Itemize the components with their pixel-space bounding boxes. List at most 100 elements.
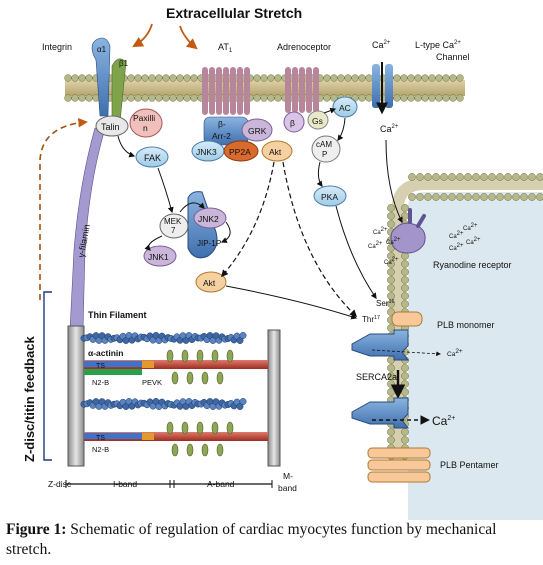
membrane-bead [260,74,268,82]
svg-text:Ca2+: Ca2+ [449,243,464,252]
membrane-bead [401,436,409,444]
membrane-bead [183,94,191,102]
svg-text:Ca2+: Ca2+ [368,241,383,250]
jip1-label: JIP-1 [197,239,216,248]
membrane-bead [520,173,528,181]
membrane-bead [401,292,409,300]
membrane-bead [387,324,395,332]
jnk2-loop-arrow [220,221,231,243]
akt-to-plb-arrow [225,285,358,320]
membrane-bead [448,173,456,181]
plb-pentamer [367,447,431,483]
ts-label-1: TS [96,363,105,370]
membrane-bead [387,268,395,276]
serca-ca-big: Ca2+ [432,414,455,428]
membrane-bead [236,337,244,344]
membrane-bead [169,94,177,102]
membrane-bead [401,212,409,220]
membrane-bead [64,74,72,82]
membrane-bead [64,94,72,102]
paxillin-label-2: n [143,123,148,133]
myosin-head [211,421,219,435]
membrane-bead [387,212,395,220]
membrane-bead [190,74,198,82]
membrane-bead [387,284,395,292]
membrane-bead [414,74,422,82]
akt-mid-node [195,271,227,293]
at1-receptor [202,67,250,115]
membrane-bead [323,94,331,102]
membrane-bead [365,94,373,102]
membrane-bead [401,268,409,276]
pp2a-label: PP2A [229,147,251,157]
svg-text:Ca2+: Ca2+ [386,237,401,246]
myosin-head [171,371,179,385]
ac-to-camp-arrow [337,117,346,141]
membrane-bead [401,300,409,308]
feedback-label: Z-disc/titin feedback [22,336,37,462]
membrane-bead [435,74,443,82]
membrane-bead [440,193,448,201]
mek7-label-2: 7 [171,226,176,235]
svg-text:Ca2+: Ca2+ [466,237,481,246]
membrane-bead [401,284,409,292]
adrenoceptor-label: Adrenoceptor [277,42,331,52]
membrane-bead [260,94,268,102]
membrane-bead [387,372,395,380]
membrane-bead [387,428,395,436]
myosin-head [166,421,174,435]
fak-to-scaffold-arrow [157,167,174,214]
membrane-bead [358,74,366,82]
jnk1-label: JNK1 [148,252,169,262]
membrane-bead [344,74,352,82]
jnk1-node [143,245,177,267]
plb-pentamer-label: PLB Pentamer [440,460,499,470]
myosin-head [181,349,189,363]
beta1-label: β1 [119,59,129,68]
plasma-membrane [64,74,465,102]
myosin-head [166,349,174,363]
beta-arr-label-2: Arr-2 [212,131,231,141]
membrane-bead [416,173,424,181]
myosin-head [216,371,224,385]
svg-text:Ca2+: Ca2+ [384,257,399,266]
akt-to-thr-dashed [282,161,358,317]
membrane-bead [358,94,366,102]
membrane-bead [85,94,93,102]
ca-inside-label: Ca2+ [380,124,399,134]
p-label: P [216,239,221,248]
myosin-head [201,371,209,385]
akt-mid-label: Akt [203,278,216,288]
akt-top-label: Akt [269,147,282,157]
myosin-head [181,421,189,435]
membrane-bead [401,204,409,212]
plb-monomer-label: PLB monomer [437,320,495,330]
mek7-node [159,213,189,239]
sarcomere [67,325,281,467]
membrane-bead [472,173,480,181]
membrane-bead [496,193,504,201]
jnk2-node [193,207,227,229]
membrane-bead [162,94,170,102]
membrane-bead [449,74,457,82]
membrane-bead [448,193,456,201]
myosin-head [171,443,179,457]
alpha1-label: α1 [97,45,107,54]
camp-label-1: cAM [316,140,332,149]
membrane-bead [393,94,401,102]
caption-label: Figure 1: [6,521,67,538]
integrin-label: Integrin [42,42,72,52]
membrane-bead [387,292,395,300]
myosin-head [186,371,194,385]
membrane-bead [520,193,528,201]
membrane-bead [387,388,395,396]
camp-node [311,135,341,163]
membrane-bead [148,74,156,82]
ts-label-2: TS [96,435,105,442]
beta-ar-label: β [290,118,295,128]
membrane-bead [387,300,395,308]
membrane-bead [387,436,395,444]
membrane-bead [504,193,512,201]
zdisc-label: Z-disc [48,479,72,489]
grk-label: GRK [248,126,267,136]
